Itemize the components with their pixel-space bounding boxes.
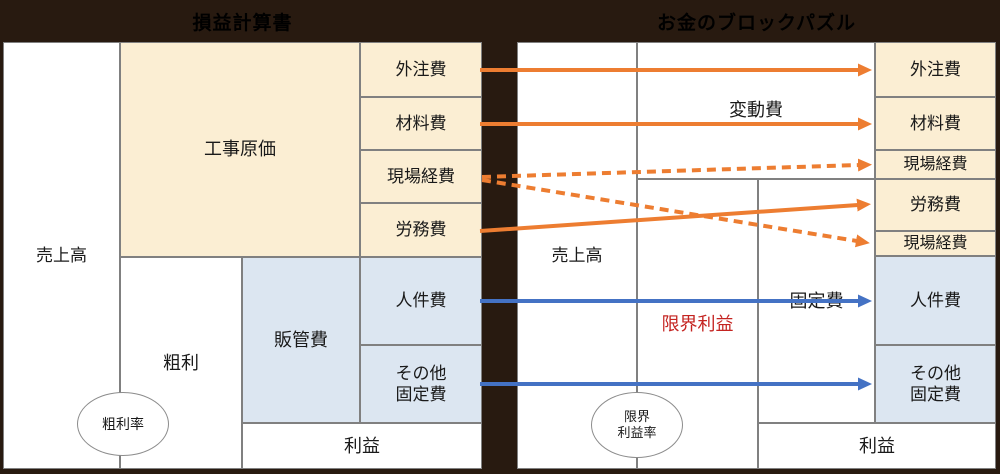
rp-sales-label: 売上高 — [551, 245, 603, 265]
lp-gross-profit-label: 粗利 — [163, 352, 199, 373]
rp-variable-label: 変動費 — [729, 100, 783, 121]
rp-profit-cell: 利益 — [758, 423, 996, 469]
rp-marginal-rate-label-line1: 限界 — [623, 409, 650, 425]
rp-materials-cell: 材料費 — [875, 97, 996, 150]
lp-site-expense-label: 現場経費 — [387, 166, 455, 186]
lp-outsourcing-cell: 外注費 — [360, 42, 482, 97]
rp-personnel-cell: 人件費 — [875, 256, 996, 345]
lp-personnel-cell: 人件費 — [360, 257, 482, 345]
lp-labor-label: 労務費 — [395, 220, 447, 240]
rp-site-expense-f-cell: 現場経費 — [875, 231, 996, 256]
rp-marginal-label: 限界利益 — [661, 313, 734, 334]
lp-construction-label: 工事原価 — [204, 139, 276, 160]
lp-other-fixed-label-line2: 固定費 — [395, 385, 447, 404]
left-panel-title: 損益計算書 — [192, 12, 293, 34]
rp-outsourcing-label: 外注費 — [910, 59, 961, 79]
rp-variable-cell: 変動費 — [637, 42, 875, 179]
lp-construction-cell: 工事原価 — [120, 42, 360, 257]
lp-sgna-cell: 販管費 — [242, 257, 360, 423]
lp-materials-label: 材料費 — [395, 113, 447, 133]
lp-personnel-label: 人件費 — [395, 291, 447, 311]
lp-sales-label: 売上高 — [36, 245, 87, 265]
rp-other-fixed-label-line2: 固定費 — [910, 385, 961, 404]
rp-other-fixed-label-line1: その他 — [910, 363, 961, 383]
rp-fixed-label: 固定費 — [789, 290, 844, 311]
rp-personnel-label: 人件費 — [910, 290, 961, 310]
rp-site-expense-v-label: 現場経費 — [903, 155, 968, 173]
right-panel-title: お金のブロックパズル — [656, 12, 857, 34]
rp-fixed-cell: 固定費 — [758, 179, 875, 423]
lp-other-fixed-label-line1: その他 — [395, 363, 447, 383]
rp-outsourcing-cell: 外注費 — [875, 42, 996, 97]
lp-gross-margin-ellipse: 粗利率 — [77, 392, 169, 456]
lp-site-expense-cell: 現場経費 — [360, 150, 482, 203]
lp-sgna-label: 販管費 — [274, 329, 328, 350]
lp-profit-label: 利益 — [344, 435, 380, 456]
lp-other-fixed-cell: その他 固定費 — [360, 345, 482, 423]
lp-labor-cell: 労務費 — [360, 203, 482, 257]
lp-gross-margin-label: 粗利率 — [102, 415, 144, 432]
rp-profit-label: 利益 — [859, 435, 895, 456]
rp-site-expense-f-label: 現場経費 — [903, 234, 968, 252]
rp-marginal-rate-label-line2: 利益率 — [617, 425, 657, 440]
lp-profit-cell: 利益 — [242, 423, 482, 469]
lp-materials-cell: 材料費 — [360, 97, 482, 150]
rp-site-expense-v-cell: 現場経費 — [875, 150, 996, 179]
lp-outsourcing-label: 外注費 — [395, 59, 447, 79]
rp-labor-cell: 労務費 — [875, 179, 996, 231]
rp-marginal-rate-ellipse: 限界 利益率 — [591, 392, 683, 458]
rp-labor-label: 労務費 — [910, 195, 961, 215]
rp-materials-label: 材料費 — [910, 113, 961, 133]
rp-other-fixed-cell: その他 固定費 — [875, 345, 996, 423]
